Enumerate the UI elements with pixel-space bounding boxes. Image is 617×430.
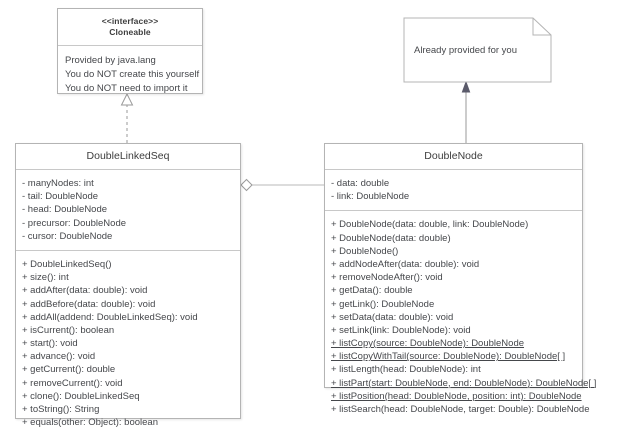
method-row: + getData(): double <box>331 285 413 297</box>
method-row: + addNodeAfter(data: double): void <box>331 258 480 270</box>
class-name-doublenode: DoubleNode <box>325 144 582 170</box>
method-row: + DoubleNode() <box>331 245 399 257</box>
method-row: + DoubleLinkedSeq() <box>22 258 112 270</box>
interface-body: Provided by java.lang You do NOT create … <box>58 46 202 104</box>
method-row: + addBefore(data: double): void <box>22 298 156 310</box>
interface-body-line: You do NOT need to import it <box>65 83 188 94</box>
method-row: + removeCurrent(): void <box>22 377 123 389</box>
method-row: + setLink(link: DoubleNode): void <box>331 324 471 336</box>
interface-body-line: You do NOT create this yourself <box>65 69 200 80</box>
method-row: + DoubleNode(data: double, link: DoubleN… <box>331 219 529 231</box>
method-row: + getCurrent(): double <box>22 364 116 376</box>
method-row: + listSearch(head: DoubleNode, target: D… <box>331 404 590 415</box>
method-row: + setData(data: double): void <box>331 311 454 323</box>
method-row: + toString(): String <box>22 404 100 415</box>
interface-stereotype: <<interface>> <box>101 16 159 26</box>
interface-body-line: Provided by java.lang <box>65 55 156 66</box>
attributes-doublelinkedseq: - manyNodes: int - tail: DoubleNode - he… <box>16 170 240 250</box>
attribute-row: - cursor: DoubleNode <box>22 230 113 242</box>
method-row: + addAfter(data: double): void <box>22 285 148 297</box>
methods-doublenode: + DoubleNode(data: double, link: DoubleN… <box>325 210 597 423</box>
attribute-row: - head: DoubleNode <box>22 204 108 216</box>
class-box-doublelinkedseq[interactable]: DoubleLinkedSeq - manyNodes: int - tail:… <box>15 143 241 428</box>
method-row: + start(): void <box>22 338 78 350</box>
method-row: + addAll(addend: DoubleLinkedSeq): void <box>22 311 198 323</box>
method-row: + DoubleNode(data: double) <box>331 232 451 244</box>
method-row: + removeNodeAfter(): void <box>331 272 443 284</box>
method-row-static: + listCopy(source: DoubleNode): DoubleNo… <box>331 338 525 350</box>
attribute-row: - link: DoubleNode <box>331 191 410 203</box>
class-name-doublelinkedseq: DoubleLinkedSeq <box>16 144 240 170</box>
method-row: + getLink(): DoubleNode <box>331 298 435 310</box>
interface-box-cloneable[interactable]: <<interface>> Cloneable Provided by java… <box>57 8 203 94</box>
method-row: + size(): int <box>22 272 69 284</box>
method-row: + advance(): void <box>22 351 96 363</box>
class-box-doublenode[interactable]: DoubleNode - data: double - link: Double… <box>324 143 596 415</box>
method-row: + clone(): DoubleLinkedSeq <box>22 390 140 402</box>
aggregation-edge-doublenode <box>240 178 324 192</box>
interface-header: <<interface>> Cloneable <box>58 9 202 46</box>
attribute-row: - tail: DoubleNode <box>22 191 99 203</box>
attributes-doublenode: - data: double - link: DoubleNode <box>325 170 582 210</box>
method-row: + equals(other: Object): boolean <box>22 417 158 429</box>
method-row-static: + listPart(start: DoubleNode, end: Doubl… <box>331 377 597 389</box>
method-row-static: + listPosition(head: DoubleNode, positio… <box>331 390 582 402</box>
method-row: + isCurrent(): boolean <box>22 324 115 336</box>
note-text: Already provided for you <box>414 45 517 56</box>
note-anchor-edge <box>461 80 471 143</box>
methods-doublelinkedseq: + DoubleLinkedSeq() + size(): int + addA… <box>16 249 240 430</box>
method-row: + listLength(head: DoubleNode): int <box>331 364 481 376</box>
attribute-row: - manyNodes: int <box>22 178 94 189</box>
method-row-static: + listCopyWithTail(source: DoubleNode): … <box>331 351 566 363</box>
attribute-row: - data: double <box>331 178 390 189</box>
attribute-row: - precursor: DoubleNode <box>22 217 127 229</box>
interface-name: Cloneable <box>109 27 151 37</box>
